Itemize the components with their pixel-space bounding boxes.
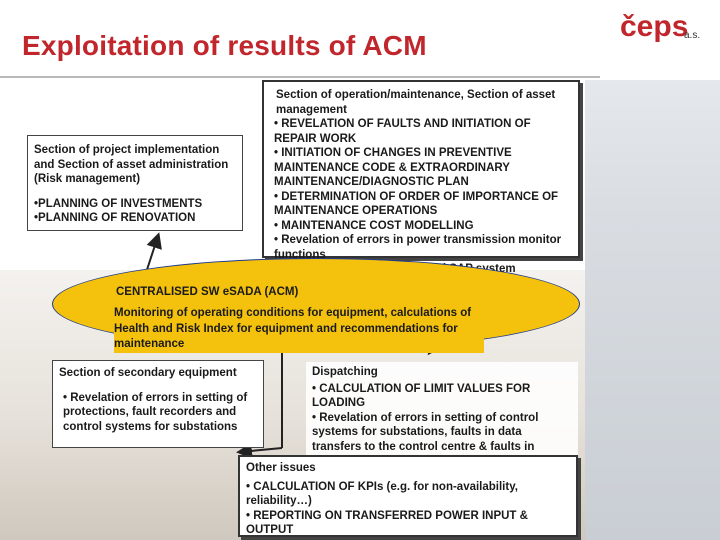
project-box-item: •PLANNING OF RENOVATION	[34, 211, 236, 226]
dispatching-box-heading: Dispatching	[312, 365, 572, 380]
operation-box-item: • DETERMINATION OF ORDER OF IMPORTANCE O…	[274, 190, 572, 219]
arrow-to-other-head	[240, 448, 282, 452]
central-description: Monitoring of operating conditions for e…	[114, 306, 484, 353]
operation-box-item: • REVELATION OF FAULTS AND INITIATION OF…	[274, 117, 572, 146]
other-box-heading: Other issues	[246, 461, 570, 476]
project-implementation-box: Section of project implementation and Se…	[27, 135, 243, 231]
dispatching-box: Dispatching • CALCULATION OF LIMIT VALUE…	[306, 362, 578, 462]
secondary-equipment-box: Section of secondary equipment • Revelat…	[52, 360, 264, 448]
operation-maintenance-box: Section of operation/maintenance, Sectio…	[262, 80, 580, 258]
operation-box-item: • MAINTENANCE COST MODELLING	[274, 219, 572, 234]
project-box-item: •PLANNING OF INVESTMENTS	[34, 197, 236, 212]
other-box-item: • REPORTING ON TRANSFERRED POWER INPUT &…	[246, 509, 570, 538]
dispatching-box-item: • CALCULATION OF LIMIT VALUES FOR LOADIN…	[312, 382, 572, 411]
central-title: CENTRALISED SW eSADA (ACM)	[116, 286, 298, 298]
other-issues-box: Other issues • CALCULATION OF KPIs (e.g.…	[238, 455, 578, 537]
secondary-box-heading: Section of secondary equipment	[59, 366, 257, 381]
secondary-box-item: • Revelation of errors in setting of pro…	[59, 391, 257, 435]
other-box-item: • CALCULATION OF KPIs (e.g. for non-avai…	[246, 480, 570, 509]
operation-box-item: • INITIATION OF CHANGES IN PREVENTIVE MA…	[274, 146, 572, 190]
project-box-heading: Section of project implementation and Se…	[34, 143, 236, 187]
operation-box-heading: Section of operation/maintenance, Sectio…	[274, 88, 572, 117]
